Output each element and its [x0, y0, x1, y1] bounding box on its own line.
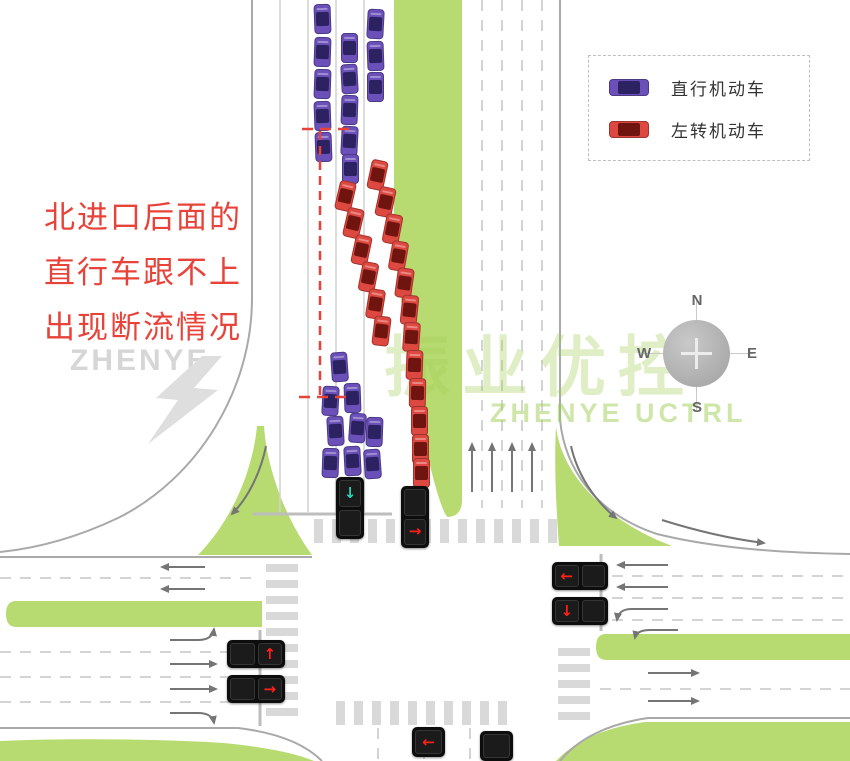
southeast-verge [556, 722, 850, 761]
annotation-line: 直行车跟不上 [44, 255, 242, 290]
left-turn-car-icon [609, 120, 649, 138]
legend-item-left-turn: 左转机动车 [609, 117, 789, 142]
left-turn-vehicle [341, 206, 366, 240]
southwest-verge [0, 739, 314, 761]
traffic-signal-west-straight: ↑ [227, 640, 285, 668]
straight-vehicle [321, 385, 340, 417]
straight-vehicle [366, 8, 385, 40]
legend-label-left-turn: 左转机动车 [671, 121, 766, 141]
compass-south-label: S [691, 399, 702, 416]
signal-lamp-off [230, 643, 255, 665]
straight-vehicle [343, 382, 362, 414]
northwest-corner-island [198, 426, 312, 555]
northeast-slip-arrow [570, 445, 618, 520]
straight-vehicle [366, 40, 385, 72]
traffic-signal-south-second [480, 731, 513, 761]
lane-direction-arrows [160, 442, 766, 725]
westbound-turn-arrow [632, 629, 678, 640]
straight-vehicle [367, 72, 384, 102]
eastbound-right-turn-arrow [170, 712, 217, 725]
north-median-island [394, 0, 462, 517]
straight-vehicle [342, 154, 359, 184]
legend: 直行机动车 左转机动车 [588, 55, 810, 161]
straight-vehicle [313, 100, 332, 132]
left-turn-vehicle [381, 212, 404, 246]
straight-vehicle [321, 447, 340, 479]
left-turn-vehicle [357, 260, 380, 294]
annotation-text: 北进口后面的 直行车跟不上 出现断流情况 [44, 190, 242, 355]
straight-car-icon [609, 78, 649, 96]
signal-lamp-off [483, 734, 510, 758]
left-turn-vehicle [411, 406, 428, 436]
northeast-merge-arrow [661, 519, 766, 547]
signal-lamp-red-arrow-icon: ↑ [257, 643, 282, 665]
left-turn-vehicle [333, 179, 358, 213]
straight-vehicle [313, 36, 332, 68]
signal-lamp-off [404, 489, 426, 516]
annotation-line: 出现断流情况 [44, 310, 242, 345]
compass-plus-icon [681, 352, 712, 355]
compass-rose: N S W E [637, 292, 757, 416]
straight-vehicle [314, 131, 333, 163]
signal-lamp-red-arrow-icon: ← [555, 565, 579, 587]
northwest-slip-arrow [230, 445, 267, 516]
signal-lamp-red-arrow-icon: ← [415, 730, 442, 754]
straight-vehicle [340, 125, 359, 157]
stop-lines [253, 512, 603, 726]
watermark-bolt-logo [148, 356, 222, 444]
signal-lamp-red-arrow-icon: → [257, 678, 282, 700]
straight-vehicle [340, 63, 359, 95]
straight-vehicle [340, 94, 359, 126]
left-turn-vehicle [371, 315, 392, 347]
left-turn-vehicle [408, 377, 427, 409]
traffic-signal-west-right: → [227, 675, 285, 703]
signal-lamp-off [230, 678, 255, 700]
traffic-signal-north-straight: ↓ [336, 477, 364, 539]
westbound-left-turn-arrow [614, 608, 668, 622]
left-turn-vehicle [366, 158, 389, 192]
straight-vehicle [313, 3, 332, 35]
left-turn-vehicle [350, 233, 373, 267]
straight-vehicle [329, 351, 350, 383]
left-turn-vehicle [387, 239, 410, 273]
compass-disc [663, 320, 730, 387]
crosswalk-stripes [266, 519, 590, 725]
compass-east-label: E [746, 345, 757, 362]
left-turn-vehicle [412, 434, 429, 464]
lane-lines-solid [279, 0, 365, 512]
compass-north-label: N [691, 292, 703, 309]
left-turn-vehicle [364, 287, 387, 321]
signal-lamp-red-arrow-icon: ↓ [555, 600, 579, 622]
left-turn-vehicle [401, 321, 422, 353]
straight-vehicle [347, 412, 368, 444]
signal-lamp-off [581, 565, 605, 587]
left-turn-vehicle [399, 294, 420, 326]
straight-vehicle [362, 448, 383, 480]
signal-lamp-teal-arrow-icon: ↓ [339, 480, 361, 507]
traffic-signal-north-right: → [401, 486, 429, 548]
straight-vehicle [343, 445, 362, 477]
traffic-signal-east-left: ← [552, 562, 608, 590]
signal-lamp-off [339, 509, 361, 536]
left-turn-vehicle [405, 349, 424, 381]
signal-lamp-off [581, 600, 605, 622]
compass-west-label: W [637, 345, 652, 362]
straight-vehicle [313, 68, 332, 100]
left-turn-vehicle [413, 458, 430, 488]
signal-lamp-red-arrow-icon: → [404, 518, 426, 545]
legend-item-straight: 直行机动车 [609, 75, 789, 100]
left-turn-vehicle [393, 266, 416, 300]
straight-vehicle [341, 33, 358, 63]
west-median-island [6, 601, 262, 627]
east-median-island [596, 634, 850, 660]
straight-vehicle [326, 415, 345, 447]
left-turn-vehicle [374, 185, 397, 219]
traffic-signal-east-second: ↓ [552, 597, 608, 625]
legend-label-straight: 直行机动车 [671, 79, 766, 99]
eastbound-left-turn-arrow [170, 627, 217, 641]
annotation-line: 北进口后面的 [44, 200, 242, 235]
straight-vehicle [365, 416, 384, 448]
traffic-signal-south-left: ← [412, 727, 445, 757]
northeast-corner-island [555, 426, 672, 546]
